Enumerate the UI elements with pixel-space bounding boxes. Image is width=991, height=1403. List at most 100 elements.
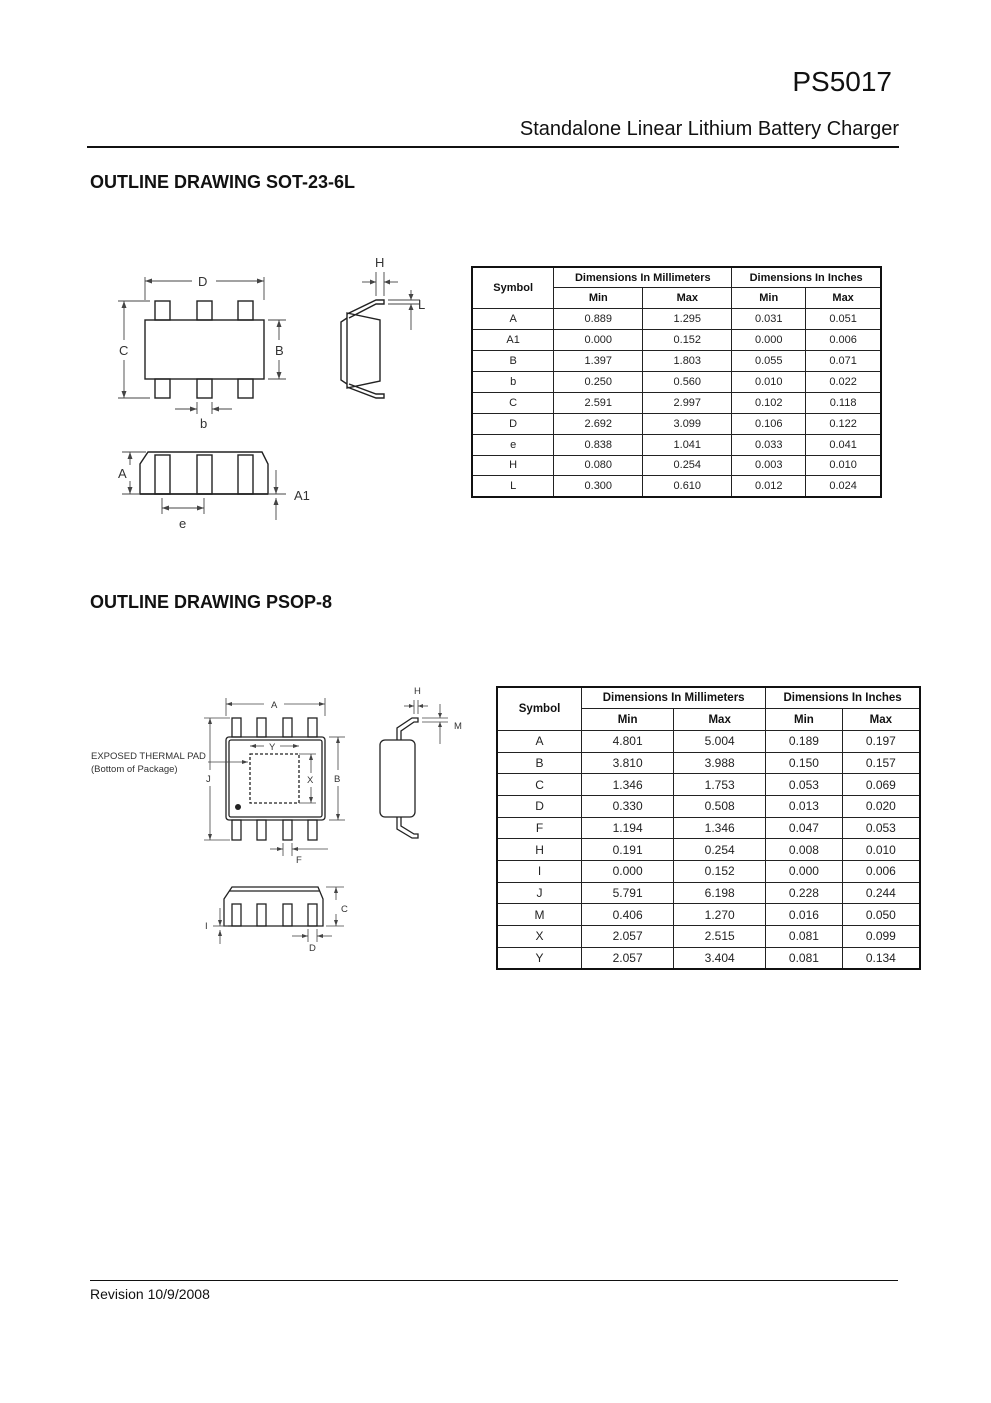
- psop-label-B: B: [334, 774, 340, 785]
- psop-thermal-pad: [249, 753, 300, 804]
- part-number: PS5017: [792, 66, 892, 97]
- table-cell-value: 0.047: [765, 816, 843, 840]
- table-cell-value: 0.610: [642, 475, 733, 498]
- table-cell-value: 0.406: [581, 903, 675, 927]
- table-cell-value: 0.197: [841, 729, 921, 753]
- psop-label-Y: Y: [269, 742, 276, 753]
- table-header-symbol: Symbol: [496, 686, 583, 731]
- table-header-inches: Dimensions In Inches: [731, 266, 882, 289]
- psop-side-body: [379, 739, 416, 818]
- table-cell-value: 4.801: [581, 729, 675, 753]
- table-cell-value: 3.810: [581, 751, 675, 775]
- table-cell-value: 2.692: [553, 412, 644, 435]
- table-header-inches: Dimensions In Inches: [765, 686, 921, 710]
- table-cell-value: 1.194: [581, 816, 675, 840]
- thermal-pad-label: EXPOSED THERMAL PAD: [91, 751, 206, 762]
- table-cell-value: 6.198: [673, 881, 767, 905]
- table-cell-value: 2.997: [642, 391, 733, 414]
- table-cell-value: 0.003: [731, 454, 807, 477]
- table-cell-symbol: X: [496, 925, 583, 948]
- table-cell-symbol: H: [496, 838, 583, 861]
- footer-divider: [90, 1280, 898, 1281]
- table-cell-value: 0.152: [642, 329, 733, 352]
- table-cell-value: 3.099: [642, 412, 733, 435]
- table-cell-value: 0.099: [841, 925, 921, 948]
- table-cell-symbol: B: [471, 350, 555, 372]
- table-header-max: Max: [673, 708, 767, 731]
- table-cell-value: 3.988: [673, 751, 767, 775]
- table-header-max: Max: [642, 287, 733, 310]
- psop-pin: [256, 819, 267, 841]
- table-cell-value: 0.250: [553, 370, 644, 393]
- sot-label-L: L: [418, 297, 425, 312]
- table-cell-value: 0.006: [805, 329, 882, 352]
- table-cell-value: 0.300: [553, 475, 644, 498]
- sot-label-D: D: [198, 274, 207, 289]
- table-cell-value: 0.102: [731, 391, 807, 414]
- table-cell-value: 0.134: [841, 946, 921, 970]
- table-cell-value: 2.591: [553, 391, 644, 414]
- psop-pin: [231, 717, 242, 738]
- sot-label-e: e: [179, 516, 186, 531]
- psop-label-H: H: [414, 686, 421, 697]
- psop-label-M: M: [454, 721, 462, 732]
- table-header-max: Max: [841, 708, 921, 731]
- table-cell-symbol: C: [496, 773, 583, 796]
- table-cell-symbol: C: [471, 391, 555, 414]
- table-cell-symbol: J: [496, 881, 583, 905]
- psop-pin: [231, 819, 242, 841]
- table-cell-value: 0.022: [805, 370, 882, 393]
- table-cell-value: 0.016: [765, 903, 843, 927]
- table-cell-value: 0.020: [841, 794, 921, 818]
- table-cell-value: 0.010: [805, 454, 882, 477]
- psop-front-lead: [256, 903, 267, 927]
- table-cell-value: 2.515: [673, 925, 767, 948]
- table-cell-value: 0.889: [553, 308, 644, 331]
- table-cell-value: 0.071: [805, 350, 882, 372]
- table-cell-value: 2.057: [581, 946, 675, 970]
- table-cell-value: 0.152: [673, 860, 767, 883]
- table-cell-value: 0.055: [731, 350, 807, 372]
- table-cell-value: 0.000: [731, 329, 807, 352]
- sot-label-B: B: [275, 343, 284, 358]
- table-cell-symbol: I: [496, 860, 583, 883]
- table-cell-value: 0.069: [841, 773, 921, 796]
- psop-label-X: X: [307, 775, 314, 786]
- psop-section-heading: OUTLINE DRAWING PSOP-8: [90, 592, 333, 612]
- table-cell-value: 0.081: [765, 946, 843, 970]
- table-header-max: Max: [805, 287, 882, 310]
- psop-pin: [282, 819, 293, 841]
- sot-pin: [154, 300, 171, 321]
- table-cell-value: 0.013: [765, 794, 843, 818]
- table-cell-value: 0.024: [805, 475, 882, 498]
- psop-front-lead: [282, 903, 293, 927]
- table-cell-value: 0.041: [805, 433, 882, 456]
- table-cell-value: 0.228: [765, 881, 843, 905]
- table-cell-symbol: A: [496, 729, 583, 753]
- psop-pin1-dot: [235, 804, 241, 810]
- table-cell-value: 0.033: [731, 433, 807, 456]
- psop-front-lead: [307, 903, 318, 927]
- table-cell-value: 1.041: [642, 433, 733, 456]
- sot-label-b: b: [200, 416, 207, 431]
- table-cell-value: 1.753: [673, 773, 767, 796]
- document-subtitle: Standalone Linear Lithium Battery Charge…: [519, 118, 899, 140]
- sot-side-body: [346, 312, 381, 389]
- table-cell-value: 1.346: [581, 773, 675, 796]
- table-header-mm: Dimensions In Millimeters: [553, 266, 733, 289]
- sot-label-C: C: [119, 343, 128, 358]
